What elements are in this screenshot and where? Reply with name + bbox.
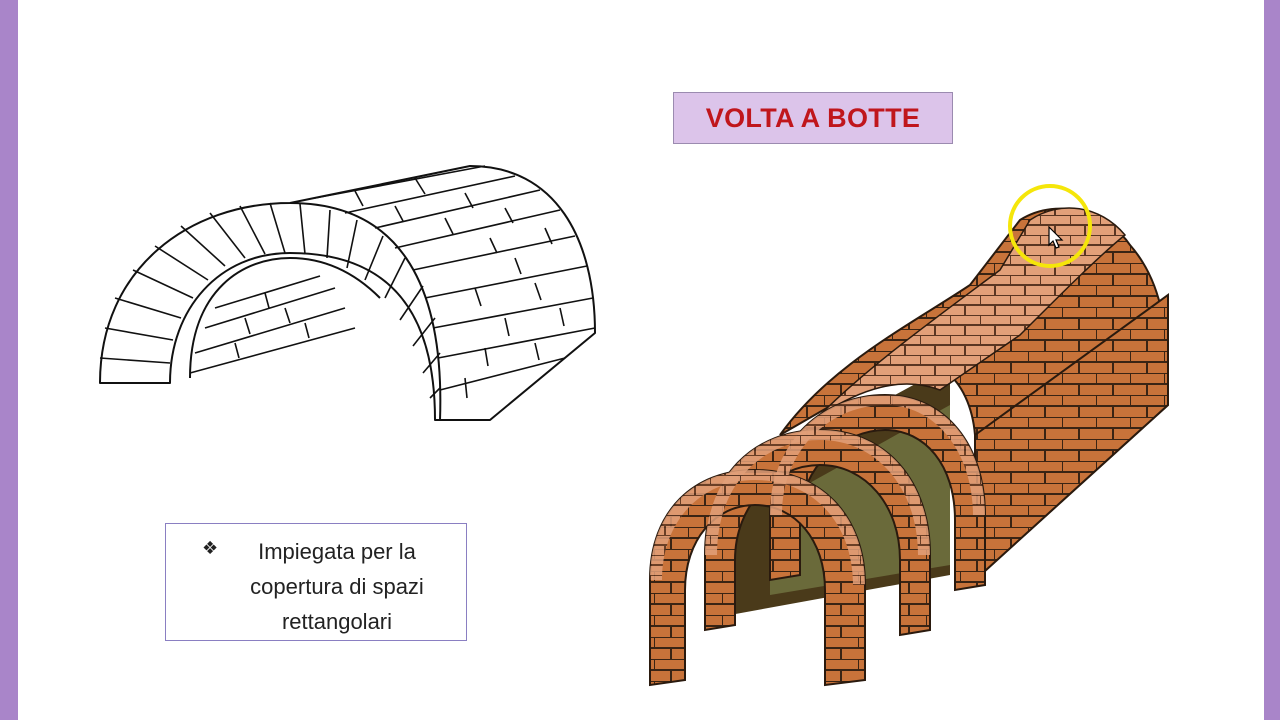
slide-title: VOLTA A BOTTE — [705, 102, 921, 133]
title-box: VOLTA A BOTTE — [673, 92, 953, 144]
diamond-bullet-icon: ❖ — [202, 538, 219, 559]
description-text: Impiegata per la copertura di spazi rett… — [222, 534, 452, 639]
description-line: copertura di spazi — [250, 574, 424, 599]
mouse-pointer-icon — [1048, 226, 1064, 249]
description-box: ❖ Impiegata per la copertura di spazi re… — [165, 523, 467, 641]
description-line: Impiegata per la — [258, 539, 416, 564]
cursor-highlight-ring — [1008, 184, 1092, 268]
barrel-vault-line-drawing — [99, 165, 596, 421]
barrel-vault-brick-illustration — [649, 207, 1170, 687]
description-line: rettangolari — [281, 609, 393, 634]
